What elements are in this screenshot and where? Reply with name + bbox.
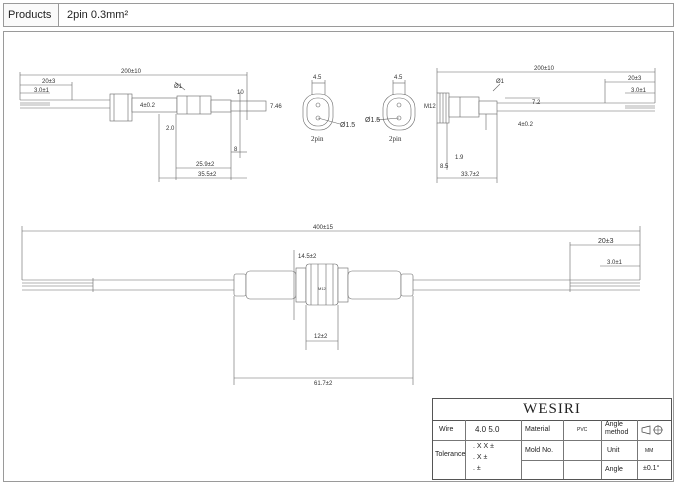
end-outline: [382, 93, 416, 131]
dim-label-pin: Ø1.5: [365, 117, 380, 124]
leader-line: [174, 81, 186, 91]
pin: [396, 102, 402, 108]
products-label: Products: [4, 4, 59, 26]
dim-label-c: 2.0: [166, 126, 175, 132]
tolerance-label: Tolerance: [435, 451, 466, 458]
pin-hole: [315, 102, 321, 108]
dim-label-len-total: 35.5±2: [198, 172, 217, 178]
boot-left: [233, 273, 247, 297]
socket-body: [210, 99, 232, 113]
title-block: WESIRI Wire 4.0 5.0 Material PVC Angle m…: [432, 398, 672, 480]
dim-label-b: 1.9: [455, 155, 464, 161]
female-end-labels: 4.5 Ø1.5 2pin: [311, 75, 355, 143]
angle-value: ±0.1°: [643, 465, 660, 472]
unit-label: Unit: [607, 447, 620, 454]
tolerance-int: . ±: [473, 465, 481, 472]
assembly-view: [21, 226, 641, 385]
dim-label-len-total: 33.7±2: [461, 172, 480, 178]
hex-body: [448, 96, 480, 118]
grid-line: [521, 460, 671, 461]
dim-label-diam: Ø1: [496, 79, 505, 85]
grid-line: [563, 420, 564, 479]
dim-label-pin-len: 7.2: [532, 100, 541, 106]
dim-label-body: 61.7±2: [314, 381, 333, 387]
end-inner: [386, 97, 412, 127]
dim-label-a: 8.5: [440, 164, 449, 170]
unit-value: MM: [645, 448, 654, 454]
leader-line: [317, 117, 341, 125]
end-inner: [306, 97, 330, 127]
coupling-nut: [109, 93, 133, 122]
nut-mark: M12: [318, 286, 327, 291]
dim-label-nut: 12±2: [314, 334, 328, 340]
dim-label-width: 4.5: [313, 75, 322, 81]
wire-values: 4.0 5.0: [475, 425, 500, 434]
grid-line: [601, 420, 602, 479]
mold-label: Mold No.: [525, 447, 554, 454]
grid-line: [465, 420, 466, 479]
tail-body: [478, 100, 498, 115]
grid-line: [521, 420, 522, 479]
socket-face: [230, 100, 267, 112]
collar-left: [295, 267, 307, 303]
male-end-labels: 4.5 Ø1.5 2pin: [365, 75, 403, 143]
material-value: PVC: [577, 427, 588, 433]
leader-line: [375, 117, 400, 121]
angle-label: Angle: [605, 466, 623, 473]
dim-label-tin: 3.0±1: [607, 260, 623, 266]
drawing-frame: [3, 31, 674, 482]
dim-label-thread: 4±0.2: [140, 103, 156, 109]
dim-label-d: 8: [234, 147, 238, 153]
dim-label-pin: Ø1.5: [340, 122, 355, 129]
dim-label-width: 4.5: [394, 75, 403, 81]
product-header: Products 2pin 0.3mm²: [3, 3, 674, 27]
dim-label-tin: 3.0±1: [631, 88, 647, 94]
dim-label-overall: 400±15: [313, 225, 334, 231]
dim-label-diam: Ø1: [174, 84, 183, 90]
pin-count-label: 2pin: [311, 135, 324, 143]
material-label: Material: [525, 426, 550, 433]
end-outline: [302, 93, 334, 131]
dim-label-overall: 200±10: [534, 66, 555, 72]
male-connector-view: [436, 68, 656, 183]
grid-line: [433, 440, 671, 441]
tolerance-xx: . X X ±: [473, 443, 494, 450]
dim-label-a: 10: [237, 90, 244, 96]
male-end-view: [375, 80, 416, 131]
leader-line: [492, 83, 501, 92]
dim-label-overall: 200±10: [121, 69, 142, 75]
body-right: [347, 270, 402, 300]
dim-label-len-hex: 25.9±2: [196, 162, 215, 168]
pin-count-label: 2pin: [389, 135, 402, 143]
dim-label-thread-len: 4±0.2: [518, 122, 534, 128]
projection-symbol-icon: [641, 425, 663, 435]
hex-body: [176, 95, 212, 115]
assembly-dim-labels: 400±15 20±3 3.0±1 14.5±2 12±2 61.7±2 M12: [298, 225, 623, 387]
dim-label-strip: 20±3: [598, 238, 614, 245]
pin-hole: [315, 115, 321, 121]
tolerance-x: . X ±: [473, 454, 488, 461]
dim-label-thread: M12: [424, 104, 436, 110]
angle-method-label: Angle method: [605, 421, 629, 436]
dim-label-b: 7.46: [270, 104, 282, 110]
collar-right: [337, 267, 349, 303]
dim-label-strip: 20±3: [628, 76, 642, 82]
body-left: [245, 270, 297, 300]
female-connector-view: [19, 72, 267, 182]
female-dim-labels: 200±10 20±3 3.0±1 4±0.2 Ø1 25.9±2 35.5±2…: [34, 69, 282, 178]
male-dim-labels: 200±10 20±3 3.0±1 Ø1 M12 7.2 4±0.2 8.5 1…: [424, 66, 647, 178]
product-value: 2pin 0.3mm²: [67, 9, 129, 21]
wire-label: Wire: [439, 426, 454, 433]
female-end-view: [302, 80, 341, 131]
boot-right: [400, 273, 414, 297]
brand-name: WESIRI: [433, 399, 671, 421]
dim-label-strip: 20±3: [42, 79, 56, 85]
dim-label-tin: 3.0±1: [34, 88, 50, 94]
dim-label-dia: 14.5±2: [298, 254, 317, 260]
grid-line: [637, 420, 638, 479]
